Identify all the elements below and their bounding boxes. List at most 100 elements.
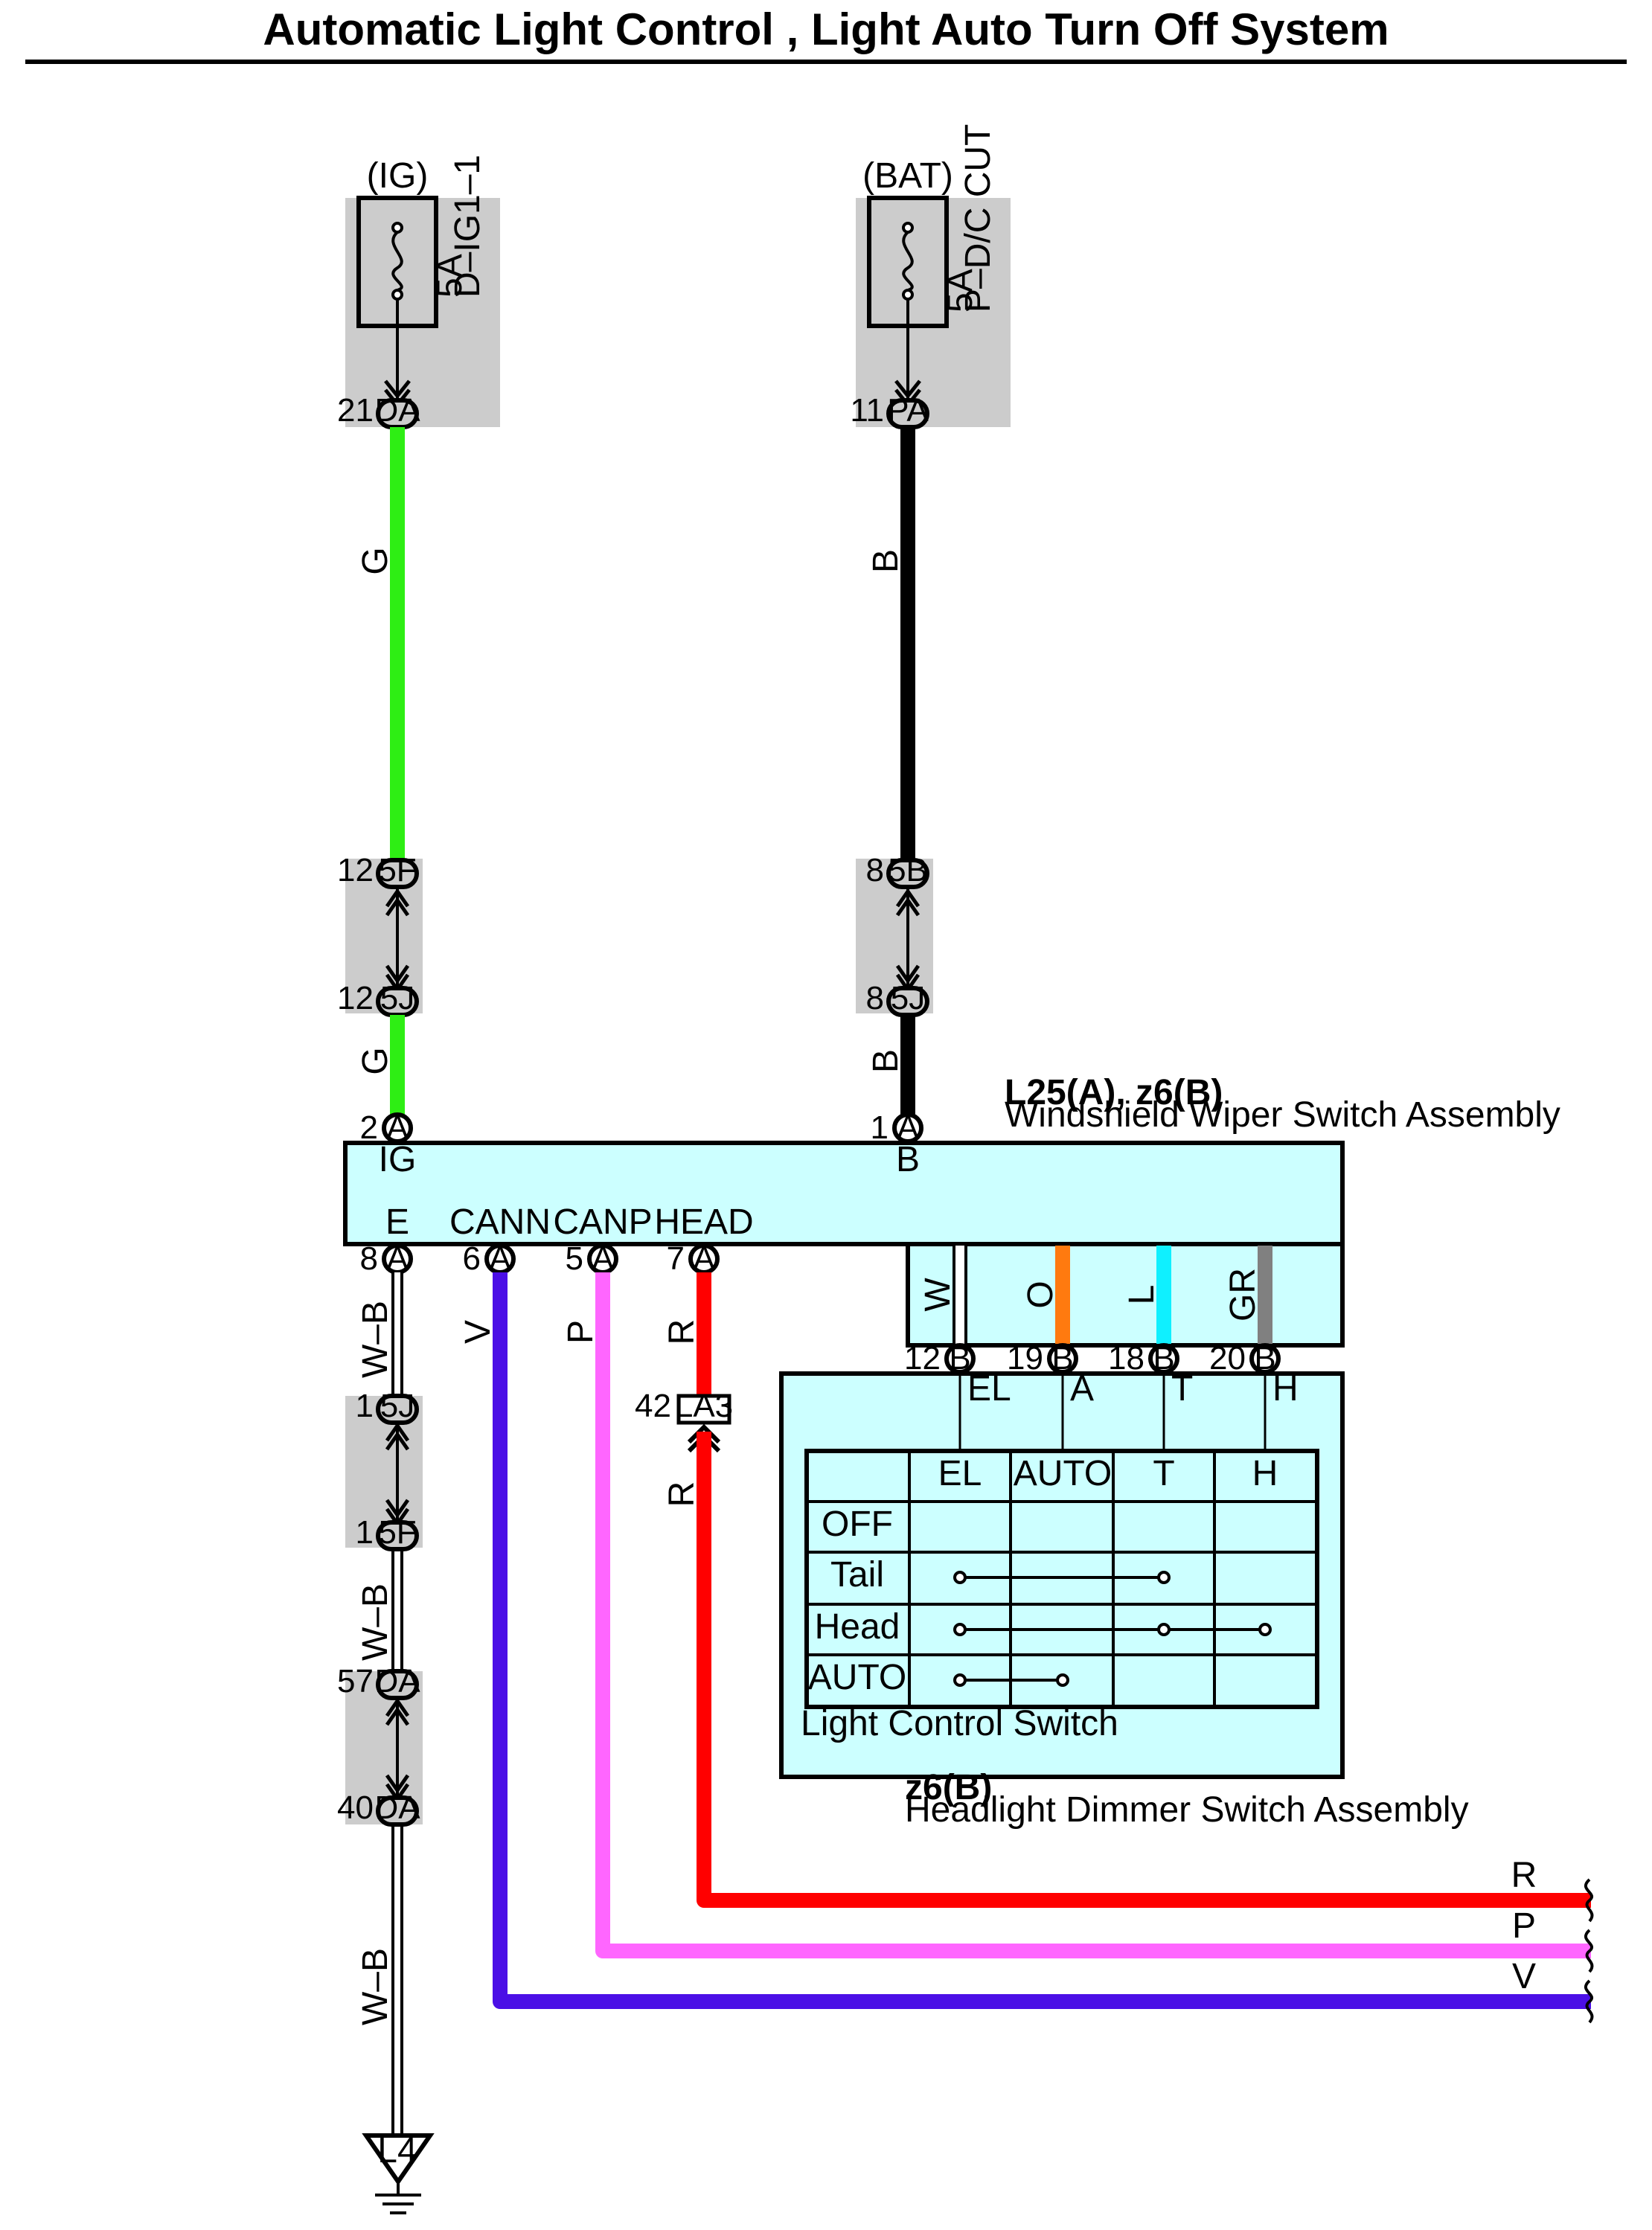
svg-text:1: 1 [356, 1514, 374, 1551]
svg-text:40: 40 [337, 1790, 374, 1826]
wiper-switch-name: Windshield Wiper Switch Assembly [1005, 1095, 1560, 1135]
ground-l4: L4 [362, 2131, 435, 2214]
output-label-v: V [1512, 1957, 1536, 1996]
connector-da-21: DA 21 [337, 392, 420, 429]
output-label-p: P [1512, 1906, 1536, 1946]
svg-text:T: T [1171, 1369, 1193, 1409]
fuse-name: D–IG1–1 [448, 155, 487, 298]
svg-text:CANN: CANN [449, 1202, 551, 1242]
connector-da-57: DA 57 [337, 1663, 420, 1700]
svg-text:A: A [386, 1240, 409, 1277]
svg-text:5F: 5F [378, 852, 416, 888]
svg-text:5J: 5J [380, 1388, 414, 1424]
pin-b20-h: B 20 [1209, 1340, 1281, 1377]
svg-text:O: O [1021, 1281, 1060, 1308]
svg-text:A: A [386, 1109, 409, 1146]
pin-a2-ig: A 2 IG [360, 1109, 417, 1179]
connector-pa-11: PA 11 [850, 392, 929, 429]
svg-text:H: H [1272, 1369, 1299, 1409]
fuse-rating: 5A [941, 269, 980, 313]
connector-5f-1: 5F 1 [356, 1514, 419, 1551]
svg-text:7: 7 [667, 1240, 685, 1277]
svg-text:B: B [896, 1140, 920, 1179]
column-header-t: T [1153, 1454, 1174, 1493]
svg-text:P: P [561, 1320, 601, 1344]
svg-text:B: B [866, 1049, 906, 1073]
svg-text:11: 11 [850, 392, 884, 429]
pin-a6-cann: CANN A 6 [449, 1202, 551, 1277]
wire-e-white-black: W–B W–B W–B 5J 1 5F 1 DA 57 DA 40 [337, 1272, 423, 2136]
pin-b18-t: B 18 [1108, 1340, 1179, 1377]
fuse-rating: 5A [430, 254, 470, 298]
row-label-off: OFF [822, 1505, 893, 1544]
svg-text:5J: 5J [891, 980, 925, 1016]
diagram-title: Automatic Light Control , Light Auto Tur… [263, 4, 1389, 54]
column-header-el: EL [938, 1454, 982, 1493]
svg-text:B: B [1051, 1340, 1073, 1377]
light-control-switch-table: EL AUTO T H OFF Tail Head AUTO [804, 1449, 1319, 1709]
wiper-switch-assembly: L25(A), z6(B) Windshield Wiper Switch As… [343, 1073, 1560, 1377]
svg-text:B: B [866, 549, 906, 573]
svg-text:DA: DA [374, 392, 420, 429]
svg-text:B: B [1153, 1340, 1174, 1377]
svg-text:42: 42 [635, 1388, 671, 1424]
svg-text:18: 18 [1108, 1340, 1144, 1377]
svg-text:W: W [918, 1278, 958, 1312]
svg-text:E: E [385, 1202, 409, 1242]
svg-text:LA3: LA3 [675, 1388, 733, 1424]
connector-la3-42: LA3 42 [635, 1388, 733, 1453]
connector-5j-1: 5J 1 [356, 1388, 419, 1425]
connector-da-40: DA 40 [337, 1790, 420, 1827]
continuity-tail [953, 1571, 1171, 1584]
wire-bat-black: B 5B 8 5J 8 B [856, 427, 933, 1118]
svg-text:21: 21 [337, 392, 374, 429]
svg-text:B: B [949, 1340, 970, 1377]
fuse-icon [391, 231, 403, 292]
svg-text:IG: IG [379, 1140, 417, 1179]
wire-o: O [1021, 1246, 1070, 1344]
svg-text:A: A [489, 1240, 511, 1277]
svg-text:DA: DA [374, 1790, 420, 1826]
light-control-switch-label: Light Control Switch [801, 1704, 1118, 1743]
pin-a5-canp: CANP A 5 [553, 1202, 652, 1277]
svg-text:R: R [662, 1481, 702, 1508]
svg-text:5: 5 [566, 1240, 583, 1277]
svg-text:DA: DA [374, 1663, 420, 1699]
svg-text:G: G [356, 547, 395, 574]
pin-a8-e: E A 8 [360, 1202, 413, 1277]
wiper-switch-body [343, 1141, 1345, 1246]
fuse-icon [902, 231, 914, 292]
svg-text:8: 8 [360, 1240, 378, 1277]
dimmer-switch-code: z6(B) [905, 1768, 992, 1807]
dimmer-switch-assembly: EL A T H EL AUTO T H OFF Tail Head AUTO [779, 1369, 1469, 1830]
svg-text:5F: 5F [378, 1514, 416, 1551]
svg-text:5B: 5B [888, 852, 928, 888]
column-header-h: H [1252, 1454, 1278, 1493]
ground-icon [362, 2133, 435, 2186]
svg-text:CANP: CANP [553, 1202, 652, 1242]
svg-text:1: 1 [356, 1388, 374, 1424]
svg-text:L: L [1122, 1285, 1162, 1305]
svg-text:1: 1 [871, 1109, 889, 1146]
continuity-auto [953, 1673, 1069, 1687]
svg-text:5J: 5J [380, 980, 414, 1016]
fuse-p-dc-cut: (BAT) 5A P–D/C CUT PA 11 [850, 124, 1011, 429]
connector-5b-8: 5B 8 [866, 852, 929, 889]
output-label-r: R [1511, 1856, 1537, 1895]
wire-canp-pink: P P [561, 1272, 1594, 1973]
svg-text:A: A [897, 1109, 919, 1146]
svg-text:W–B: W–B [356, 1583, 395, 1661]
fuse-block-background [856, 198, 1011, 427]
svg-text:A: A [693, 1240, 715, 1277]
fuse-name: P–D/C CUT [958, 124, 998, 313]
row-label-head: Head [815, 1607, 900, 1647]
svg-text:6: 6 [463, 1240, 481, 1277]
svg-text:G: G [356, 1047, 395, 1074]
row-label-auto: AUTO [808, 1658, 906, 1697]
break-symbol [1584, 1929, 1594, 1973]
svg-text:GR: GR [1223, 1268, 1263, 1321]
fuse-source-label: (IG) [367, 156, 429, 196]
svg-text:W–B: W–B [356, 1948, 395, 2025]
svg-text:57: 57 [337, 1663, 374, 1699]
svg-text:19: 19 [1007, 1340, 1043, 1377]
